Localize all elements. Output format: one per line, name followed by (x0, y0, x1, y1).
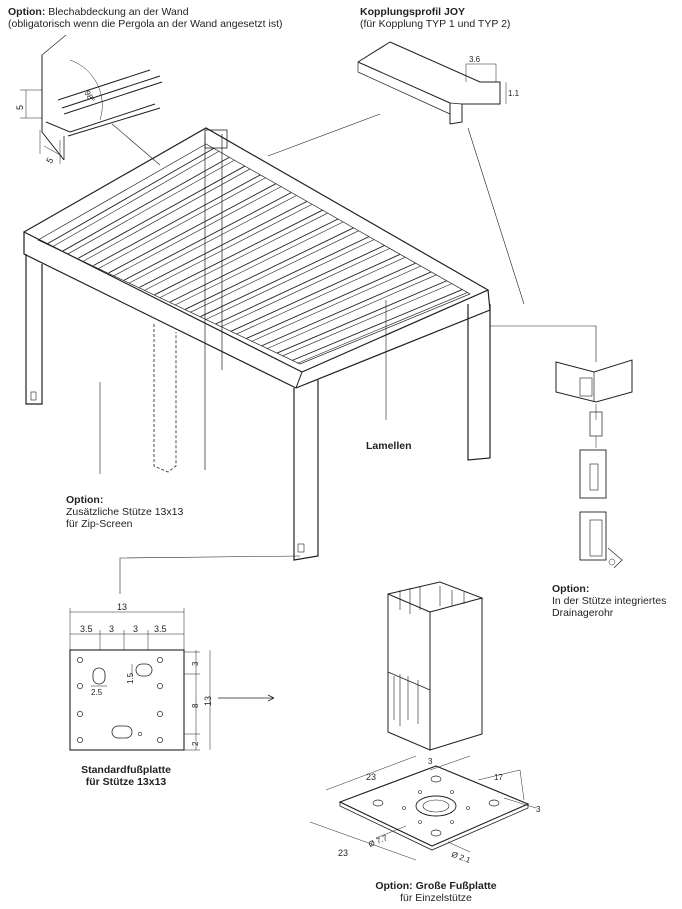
post-section-detail (387, 581, 484, 751)
lamella-slat (52, 151, 219, 247)
large-base-plate: 23 23 3 3 17 Ø 7.7 Ø 2.1 (309, 755, 541, 865)
lamella-slat (281, 283, 452, 357)
lamella-slat (47, 148, 214, 245)
lamella-slat (190, 230, 359, 313)
standard-plate-caption2: für Stütze 13x13 (85, 776, 167, 788)
plate-total-dim: 13 (117, 602, 127, 612)
lamella-slat (297, 292, 468, 364)
lamella-slat (144, 204, 313, 291)
plate-dim-4: 3.5 (154, 624, 167, 634)
lamella-slat (292, 289, 463, 361)
big-plate-dim-17: 17 (494, 773, 503, 782)
standard-plate-caption1: Standardfußplatte (81, 764, 171, 776)
plate-right-bot: 2 (191, 741, 200, 746)
lamella-slat (154, 209, 323, 296)
drain-title: Option: (552, 583, 590, 595)
drain-line2: Drainagerohr (552, 607, 614, 619)
lamella-slat (169, 218, 339, 303)
standard-base-plate: 13 3.5 3 3 3.5 2.5 1.5 3 8 2 13 (69, 602, 275, 751)
lamella-slat (246, 262, 416, 339)
lamella-slat (62, 156, 230, 252)
lamella-slat (98, 177, 266, 269)
coupling-dim-w: 3.6 (469, 55, 481, 64)
lamella-slat (261, 271, 432, 347)
pergola-main-structure (22, 127, 597, 594)
lamella-group (47, 148, 468, 364)
coupling-dim-h: 1.1 (508, 89, 520, 98)
big-plate-dim-3b: 3 (536, 805, 541, 814)
lamella-slat (159, 212, 328, 298)
big-plate-dim-3a: 3 (428, 757, 433, 766)
big-plate-dim-21: Ø 2.1 (450, 850, 472, 865)
wall-option-title: Option: Blechabdeckung an der Wand (8, 6, 189, 18)
extra-post-line1: Zusätzliche Stütze 13x13 (66, 506, 184, 518)
plate-dim-3: 3 (133, 624, 138, 634)
big-plate-caption2: für Einzelstütze (400, 892, 472, 904)
wall-flashing-detail: 5 5 98° (15, 34, 163, 166)
plate-slot-h: 1.5 (126, 672, 135, 684)
lamella-slat (78, 165, 246, 259)
drain-line1: In der Stütze integriertes (552, 595, 667, 607)
extra-post-line2: für Zip-Screen (66, 518, 133, 530)
plate-right-mid: 8 (191, 703, 200, 708)
big-plate-dim-23a: 23 (366, 772, 376, 782)
lamella-slat (276, 280, 447, 354)
plate-slot-w: 2.5 (91, 688, 103, 697)
lamella-slat (236, 257, 406, 335)
lamella-slat (113, 186, 282, 277)
plate-dim-2: 3 (109, 624, 114, 634)
plate-dim-1: 3.5 (80, 624, 93, 634)
plate-right-total: 13 (203, 696, 213, 706)
lamella-slat (123, 192, 292, 281)
lamella-slat (139, 200, 308, 288)
coupling-subtitle: (für Kopplung TYP 1 und TYP 2) (360, 18, 511, 30)
lamella-slat (266, 274, 437, 350)
big-plate-caption1: Option: Große Fußplatte (375, 880, 497, 892)
wall-dim-b: 5 (44, 156, 55, 165)
lamella-slat (200, 236, 370, 317)
lamellen-label: Lamellen (366, 440, 412, 452)
big-plate-dim-23b: 23 (338, 848, 348, 858)
lamella-slat (128, 195, 297, 284)
wall-angle: 98° (83, 89, 97, 104)
drain-pipe-detail (555, 359, 633, 569)
lamella-slat (230, 253, 401, 332)
wall-dim-a: 5 (15, 105, 25, 110)
coupling-profile-detail: 3.6 1.1 (267, 41, 525, 305)
lamella-slat (205, 239, 375, 320)
lamella-slat (67, 159, 235, 255)
lamella-slat (174, 221, 344, 306)
lamella-slat (220, 248, 390, 328)
lamella-slat (215, 245, 385, 325)
lamella-slat (251, 265, 421, 342)
wall-option-subtitle: (obligatorisch wenn die Pergola an der W… (8, 18, 283, 30)
lamella-slat (93, 174, 261, 266)
lamella-slat (185, 227, 354, 310)
coupling-title: Kopplungsprofil JOY (360, 6, 465, 18)
plate-right-top: 3 (191, 661, 200, 666)
extra-post-title: Option: (66, 494, 104, 506)
lamella-slat (108, 183, 277, 274)
